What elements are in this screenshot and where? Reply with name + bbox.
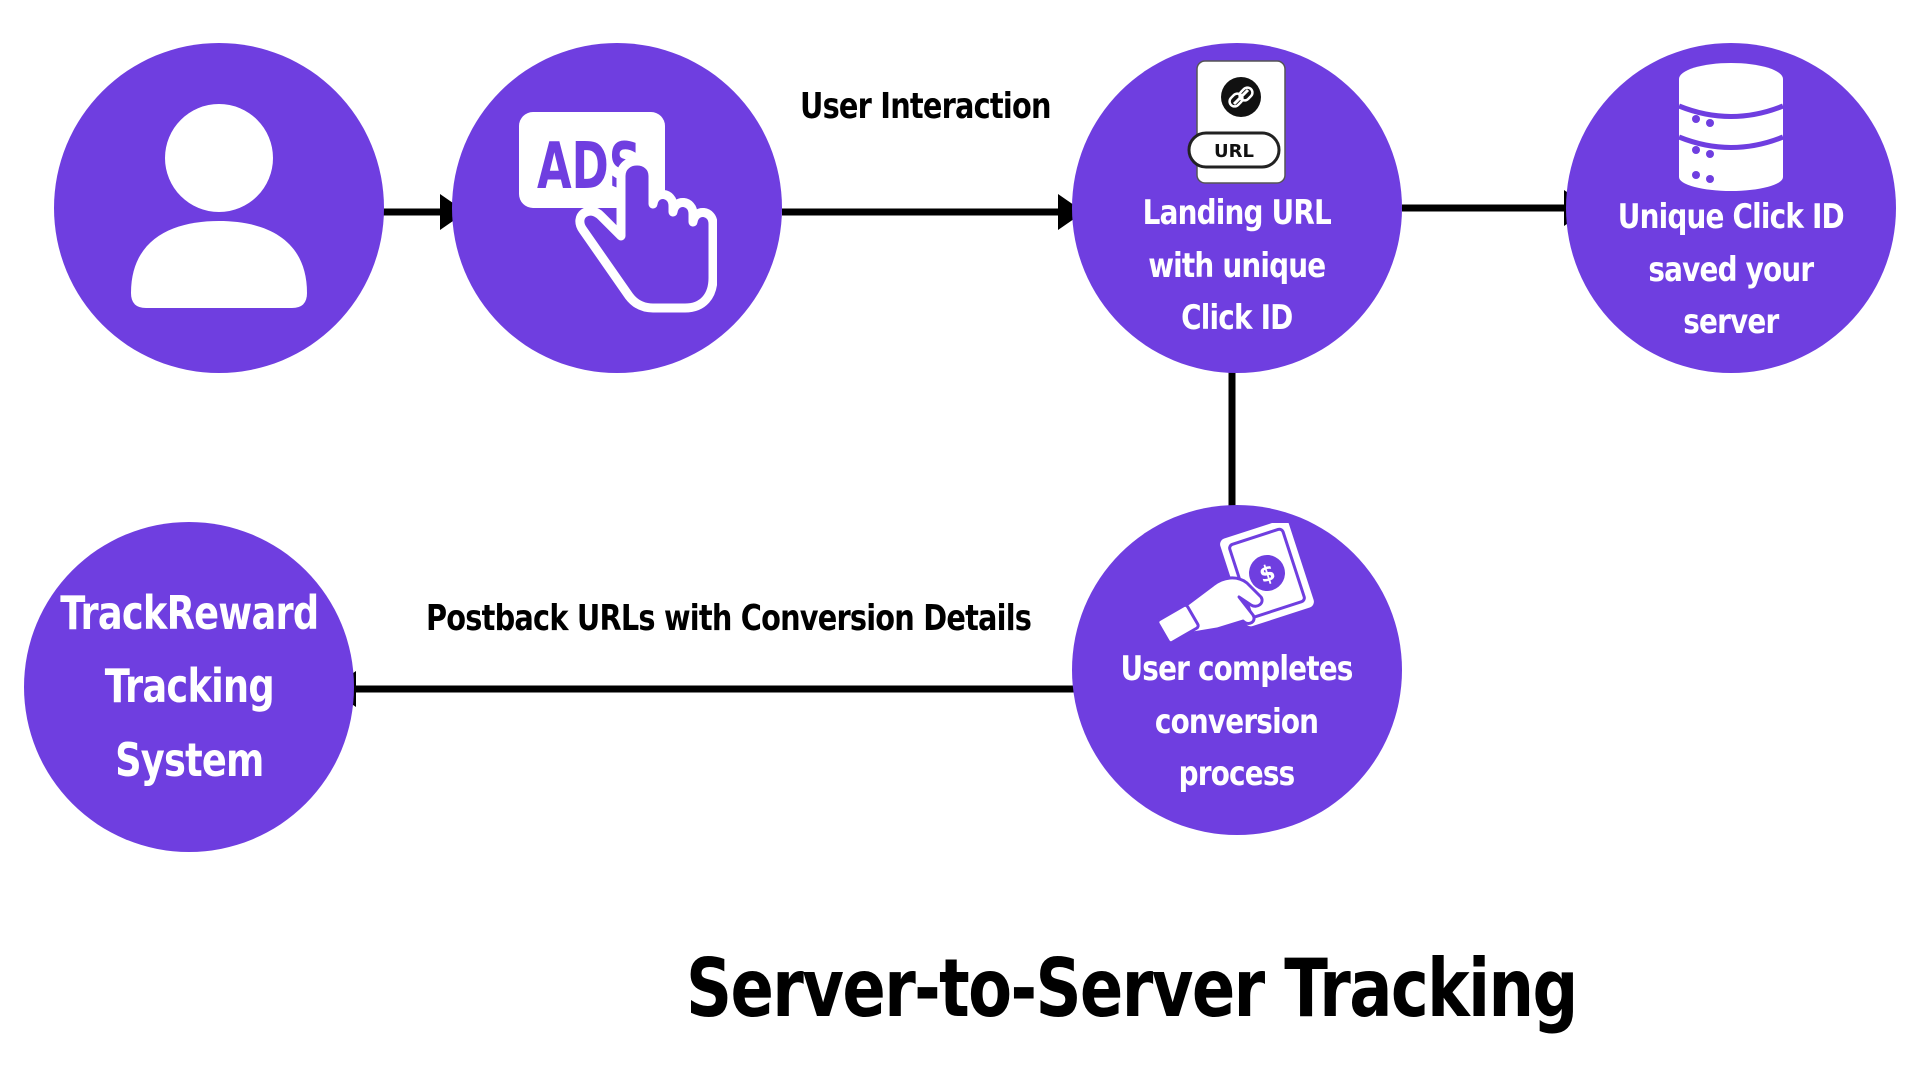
node-label-conversion: User completes conversion process: [1120, 648, 1354, 795]
svg-text:$: $: [1256, 560, 1278, 589]
url-document-icon: URL: [1187, 60, 1286, 184]
node-server: Unique Click ID saved your server: [1566, 43, 1896, 373]
arrow-landing-to-server: [1402, 190, 1590, 226]
arrow-conversion-to-trackreward: [330, 671, 1076, 707]
node-ads: ADS: [452, 43, 782, 373]
edge-label-user-interaction: User Interaction: [800, 86, 1051, 127]
node-label-server: Unique Click ID saved your server: [1617, 196, 1845, 343]
node-user: [54, 43, 384, 373]
diagram-title: Server-to-Server Tracking: [686, 942, 1578, 1035]
node-label-landing: Landing URL with unique Click ID: [1142, 192, 1332, 339]
database-icon: [1678, 62, 1784, 191]
user-icon: [131, 104, 307, 308]
ads-click-icon: ADS: [519, 112, 717, 313]
node-trackreward: TrackReward Tracking System: [24, 522, 354, 852]
hand-money-icon: $: [1157, 522, 1314, 643]
node-label-trackreward: TrackReward Tracking System: [59, 585, 319, 787]
arrow-ads-to-landing: [782, 194, 1084, 230]
node-landing-url: URL Landing URL with unique Click ID: [1072, 43, 1402, 373]
edge-label-postback: Postback URLs with Conversion Details: [426, 598, 1032, 639]
url-icon-text: URL: [1214, 141, 1254, 162]
node-conversion: $ User completes conversion process: [1072, 505, 1402, 835]
